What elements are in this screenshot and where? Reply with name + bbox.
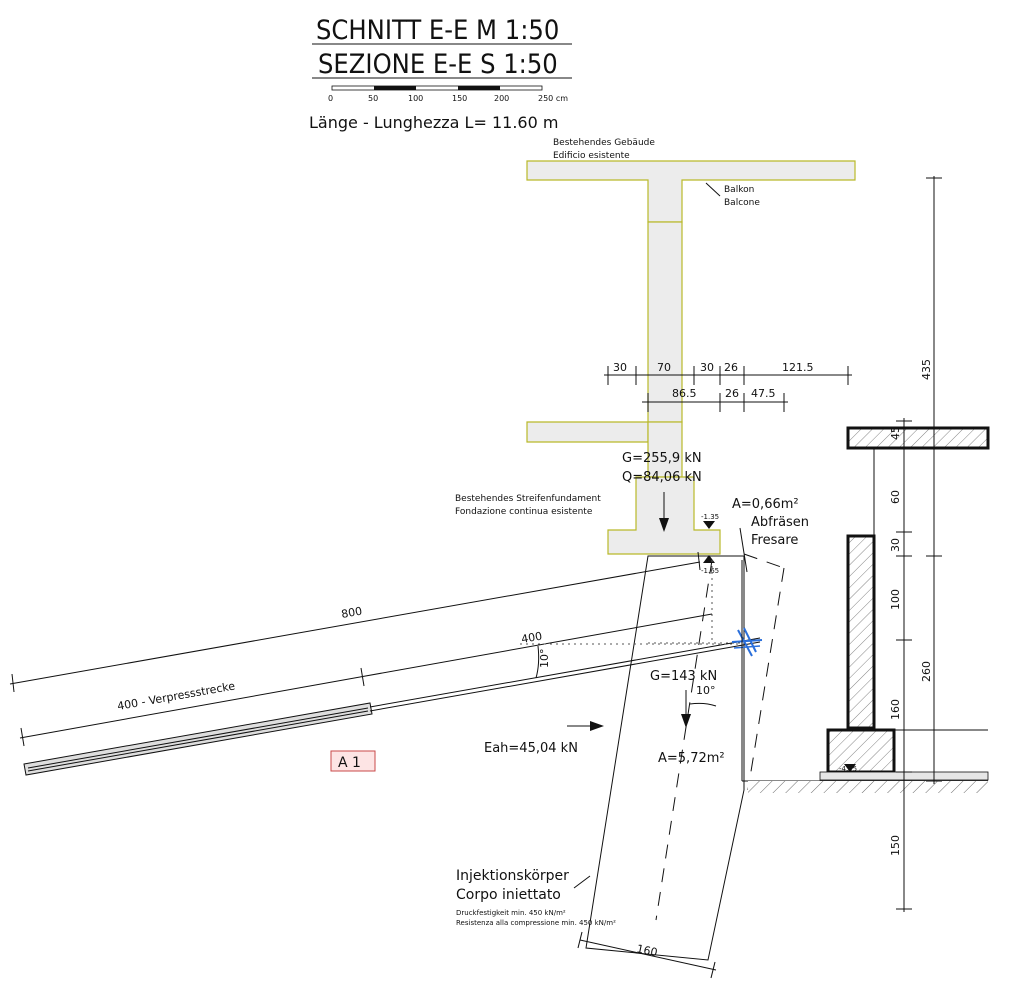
scale-tick-100: 100 [408,94,423,103]
building-loads: G=255,9 kN Q=84,06 kN [622,451,702,532]
dim-second-2: 26 [725,387,739,400]
milling-area: A=0,66m² Abfräsen Fresare [732,497,809,791]
dim-base-width: 160 [635,942,658,959]
length-label: Länge - Lunghezza L= 11.60 m [309,113,558,132]
level-wall-base: -4.25 [839,765,857,773]
foundation-label-it: Fondazione continua esistente [455,507,593,517]
angle-anchor: 10° [538,649,551,669]
dim-anchor-grout: 400 - Verpressstrecke [116,679,236,713]
dim-wall-30: 30 [889,538,902,552]
dim-right-150: 150 [889,835,902,856]
dim-top-2: 70 [657,361,671,374]
dim-wall-160: 160 [889,699,902,720]
anchor-grout-body [23,702,373,776]
load-g-building: G=255,9 kN [622,451,702,466]
title-block: SCHNITT E-E M 1:50 SEZIONE E-E S 1:50 0 … [309,15,572,132]
body-area-label: A=5,72m² [658,751,725,766]
existing-building: Bestehendes Gebäude Edificio esistente B… [455,138,856,555]
dim-anchor-total: 800 [340,605,363,621]
neighbour-stem [846,534,876,730]
dim-top-1: 30 [613,361,627,374]
scale-tick-150: 150 [452,94,467,103]
load-g-body: G=143 kN [650,669,717,684]
dim-second-1: 86.5 [672,387,697,400]
mill-label-it: Fresare [751,533,798,548]
scale-tick-0: 0 [328,94,333,103]
anchor-head-icon [731,627,763,657]
top-dimensions: 30 70 30 26 121.5 86.5 26 47.5 [604,361,852,412]
anchor-tag [330,750,376,772]
building-wall [647,221,683,423]
body-name-it: Corpo iniettato [456,887,561,903]
ground-anchor: 800 400 400 - Verpressstrecke 10° A 1 [9,551,763,776]
neighbour-footing [826,728,896,774]
dim-right-260: 260 [920,661,933,682]
upper-slab [526,160,856,223]
title-de: SCHNITT E-E M 1:50 [316,15,559,46]
load-q-building: Q=84,06 kN [622,470,702,485]
scale-tick-250: 250 cm [538,94,568,103]
title-it: SEZIONE E-E S 1:50 [318,49,558,80]
balcony-label-de: Balkon [724,185,754,195]
dim-top-4: 26 [724,361,738,374]
injection-body: A=5,72m² G=143 kN 10° Eah=45,04 kN Injek… [456,555,745,979]
level-top-foundation: -1.35 [701,513,719,521]
balcony-label-it: Balcone [724,198,760,208]
building-label-it: Edificio esistente [553,151,630,161]
mill-label-de: Abfräsen [751,515,809,530]
mill-area-label: A=0,66m² [732,497,799,512]
body-strength-it: Resistenza alla compressione min. 450 kN… [456,919,616,927]
dim-anchor-free: 400 [520,630,543,646]
dim-wall-60: 60 [889,490,902,504]
ground-line [741,560,988,793]
dim-top-5: 121.5 [782,361,814,374]
injection-body-outline [585,555,745,961]
dim-top-3: 30 [700,361,714,374]
dim-wall-100: 100 [889,589,902,610]
neighbour-wall: -4.25 [819,426,990,781]
scale-tick-50: 50 [368,94,378,103]
lower-slab [526,421,649,443]
earth-pressure-label: Eah=45,04 kN [484,741,578,756]
angle-body: 10° [696,684,716,697]
scale-tick-200: 200 [494,94,509,103]
body-name-de: Injektionskörper [456,868,569,884]
building-label-de: Bestehendes Gebäude [553,138,655,148]
dim-right-435: 435 [920,359,933,380]
dim-wall-45: 45 [889,426,902,440]
foundation-label-de: Bestehendes Streifenfundament [455,494,601,504]
body-strength-de: Druckfestigkeit min. 450 kN/m² [456,909,566,917]
right-dimensions: 435 260 45 60 30 100 160 150 [889,176,942,912]
dim-second-3: 47.5 [751,387,776,400]
neighbour-slab [846,426,990,450]
anchor-tag-label: A 1 [338,755,361,771]
scale-bar: 0 50 100 150 200 250 cm [328,85,568,103]
